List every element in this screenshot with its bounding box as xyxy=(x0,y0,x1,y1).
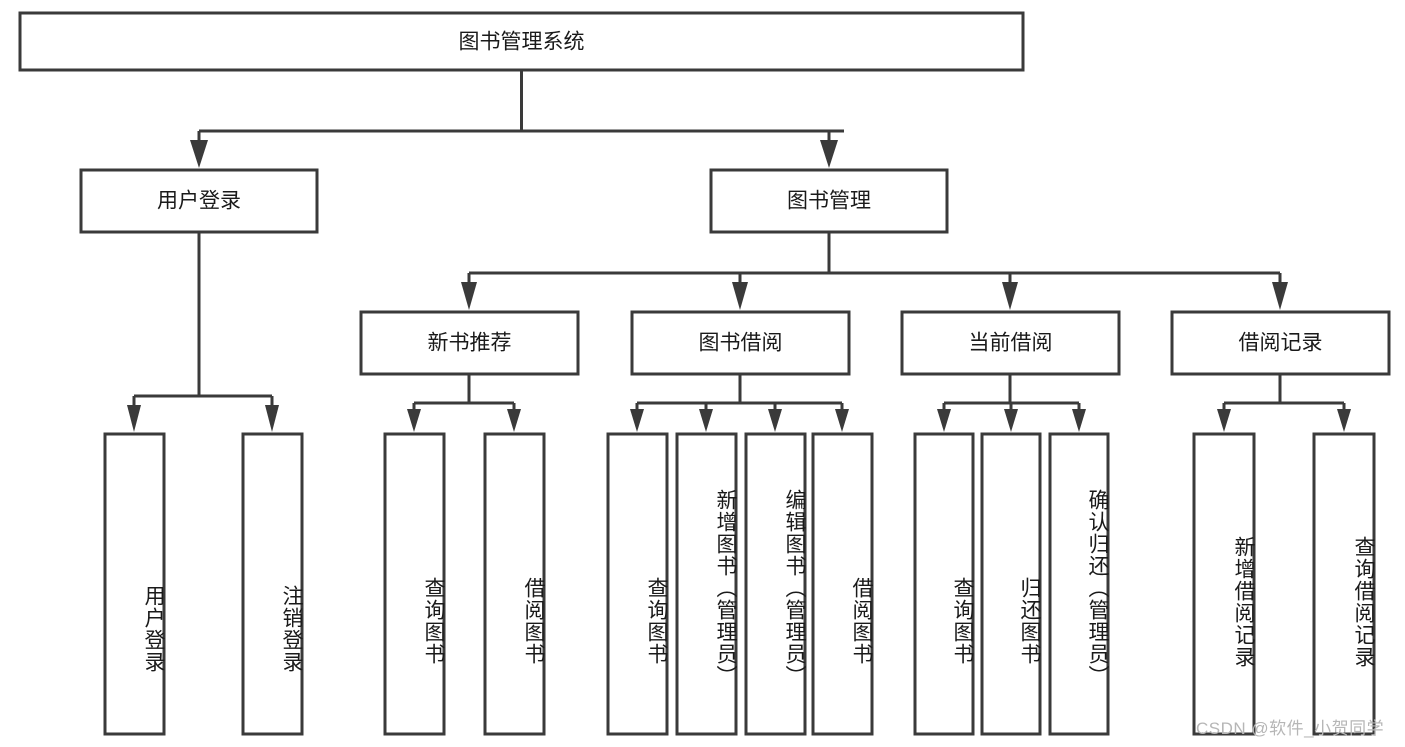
node-current-borrow[interactable]: 当前借阅 xyxy=(900,310,1121,376)
leaf-box-cur-query[interactable] xyxy=(913,432,975,736)
arrow-head-leaf-user-logout xyxy=(265,405,279,432)
node-borrow-record-label: 借阅记录 xyxy=(1239,332,1323,355)
node-root-box[interactable] xyxy=(18,11,1025,72)
arrow-head-leaf-cur-return xyxy=(1004,409,1018,432)
leaf-box-borrow-edit[interactable] xyxy=(744,432,807,736)
node-user-login[interactable]: 用户登录 xyxy=(79,168,319,234)
arrow-head-current-borrow xyxy=(1002,282,1018,310)
node-book-borrow[interactable]: 图书借阅 xyxy=(630,310,851,376)
node-new-book-rec-box[interactable] xyxy=(359,310,580,376)
arrow-head-leaf-rec-add xyxy=(1217,409,1231,432)
leaf-box-borrow-query[interactable] xyxy=(606,432,669,736)
leaf-box-rec-query[interactable] xyxy=(383,432,446,736)
node-root[interactable]: 图书管理系统 xyxy=(18,11,1025,72)
node-user-login-box[interactable] xyxy=(79,168,319,234)
node-book-manage[interactable]: 图书管理 xyxy=(709,168,949,234)
leaf-box-borrow-lend[interactable] xyxy=(811,432,874,736)
leaf-box-borrow-add[interactable] xyxy=(675,432,738,736)
arrow-head-leaf-borrow-add xyxy=(699,409,713,432)
watermark-text: CSDN @软件_小贺同学 xyxy=(1196,719,1385,738)
leaf-boxes-group xyxy=(103,432,1376,736)
arrow-head-new-book-rec xyxy=(461,282,477,310)
arrow-head-leaf-borrow-lend xyxy=(835,409,849,432)
leaf-box-rec-add[interactable] xyxy=(1192,432,1256,736)
leaf-box-user-login[interactable] xyxy=(103,432,166,736)
connector-group-book-manage xyxy=(461,232,1288,310)
node-new-book-rec[interactable]: 新书推荐 xyxy=(359,310,580,376)
node-book-borrow-box[interactable] xyxy=(630,310,851,376)
arrow-head-leaf-user-login xyxy=(127,405,141,432)
arrow-head-book-borrow xyxy=(732,282,748,310)
leaf-box-rec-search[interactable] xyxy=(1312,432,1376,736)
connector-group-user-login xyxy=(127,232,279,432)
connector-group-new-book-rec xyxy=(407,374,521,432)
connector-group-current-borrow xyxy=(937,374,1086,432)
connector-group-borrow-record xyxy=(1217,374,1351,432)
leaf-box-cur-confirm[interactable] xyxy=(1048,432,1110,736)
arrow-head-leaf-cur-query xyxy=(937,409,951,432)
leaf-box-cur-return[interactable] xyxy=(980,432,1042,736)
arrow-head-leaf-borrow-edit xyxy=(768,409,782,432)
arrow-head-leaf-rec-search xyxy=(1337,409,1351,432)
node-book-manage-box[interactable] xyxy=(709,168,949,234)
connector-group-book-borrow xyxy=(630,374,849,432)
arrow-head-leaf-rec-query xyxy=(407,409,421,432)
node-current-borrow-label: 当前借阅 xyxy=(969,332,1053,355)
arrow-head-leaf-rec-borrow xyxy=(507,409,521,432)
node-current-borrow-box[interactable] xyxy=(900,310,1121,376)
arrow-head-book-manage xyxy=(820,140,838,168)
leaf-box-user-logout[interactable] xyxy=(241,432,304,736)
arrow-head-borrow-record xyxy=(1272,282,1288,310)
node-book-borrow-label: 图书借阅 xyxy=(699,332,783,355)
node-borrow-record[interactable]: 借阅记录 xyxy=(1170,310,1391,376)
node-root-label: 图书管理系统 xyxy=(459,31,585,54)
connector-group-root xyxy=(190,70,844,168)
node-book-manage-label: 图书管理 xyxy=(787,190,871,213)
node-new-book-rec-label: 新书推荐 xyxy=(428,332,512,355)
arrow-head-user-login xyxy=(190,140,208,168)
arrow-head-leaf-borrow-query xyxy=(630,409,644,432)
leaf-box-rec-borrow[interactable] xyxy=(483,432,546,736)
node-user-login-label: 用户登录 xyxy=(157,190,241,213)
node-borrow-record-box[interactable] xyxy=(1170,310,1391,376)
arrow-head-leaf-cur-confirm xyxy=(1072,409,1086,432)
